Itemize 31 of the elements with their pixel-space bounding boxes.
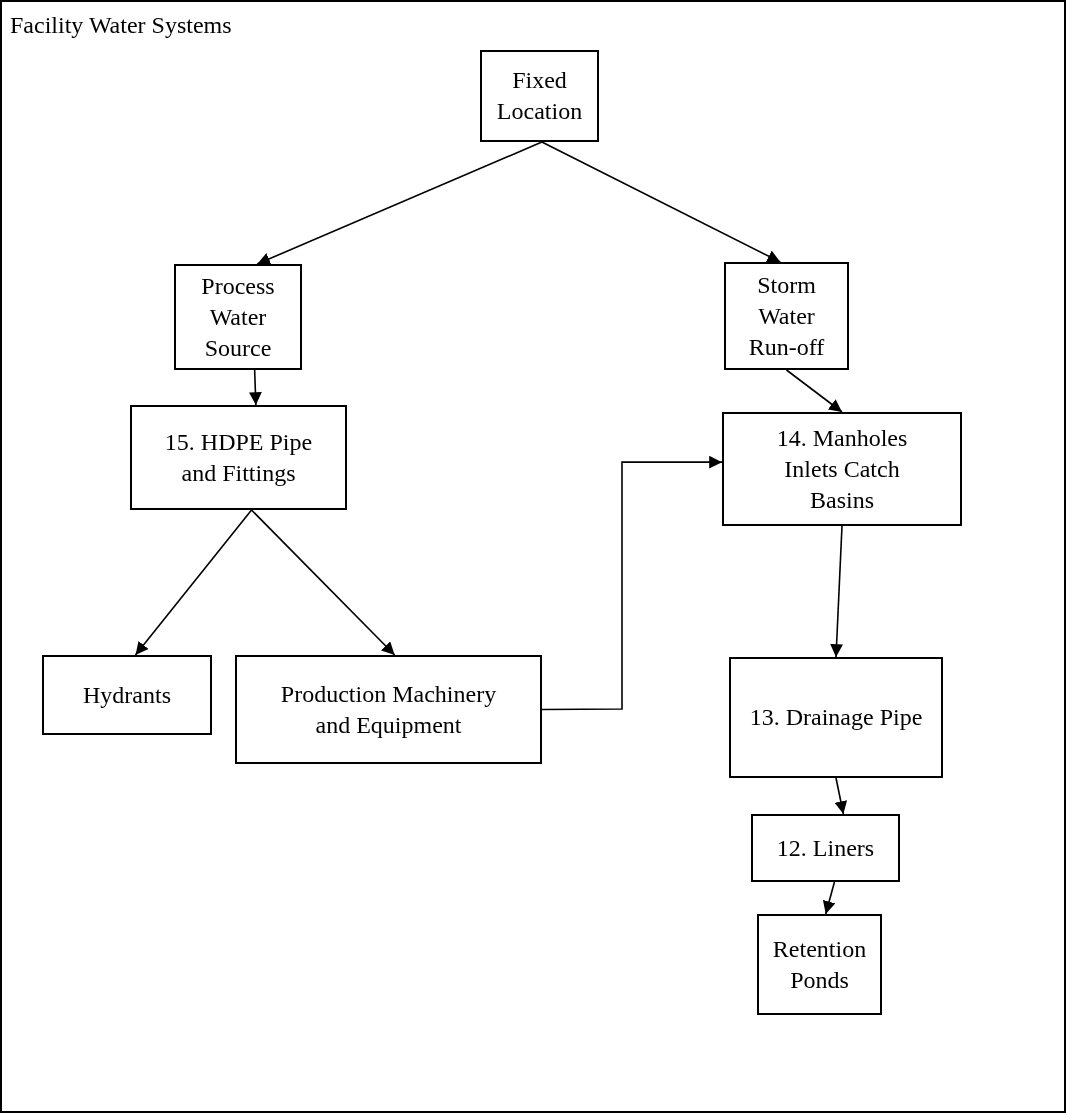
arrow bbox=[249, 369, 262, 406]
box-label: Process Water Source bbox=[200, 271, 276, 363]
box-label: 13. Drainage Pipe bbox=[748, 703, 924, 732]
box-label: Fixed Location bbox=[495, 66, 584, 126]
box-label: Storm Water Run-off bbox=[747, 270, 826, 362]
process-box bbox=[480, 50, 599, 142]
process-box bbox=[751, 814, 900, 882]
process-box bbox=[130, 405, 347, 510]
process-box bbox=[729, 657, 943, 778]
process-box bbox=[722, 412, 962, 526]
arrow bbox=[822, 881, 836, 915]
box-label: Hydrants bbox=[82, 680, 172, 710]
box-label: Retention Ponds bbox=[771, 934, 868, 995]
process-box bbox=[174, 264, 302, 370]
box-label: Production Machinery and Equipment bbox=[279, 679, 498, 740]
box-label: 12. Liners bbox=[775, 833, 876, 863]
arrow bbox=[250, 509, 396, 656]
arrow bbox=[541, 141, 782, 263]
process-box bbox=[724, 262, 849, 370]
box-label: 14. Manholes Inlets Catch Basins bbox=[775, 423, 909, 515]
arrow bbox=[830, 525, 843, 658]
arrow bbox=[134, 509, 253, 656]
process-box bbox=[235, 655, 542, 764]
arrow bbox=[834, 777, 848, 815]
box-label: 15. HDPE Pipe and Fittings bbox=[163, 427, 314, 488]
arrow bbox=[541, 455, 723, 711]
arrow bbox=[256, 141, 543, 265]
process-box bbox=[42, 655, 212, 735]
arrow bbox=[785, 369, 843, 413]
process-box bbox=[757, 914, 882, 1015]
frame-heading: Facility Water Systems bbox=[10, 11, 232, 40]
